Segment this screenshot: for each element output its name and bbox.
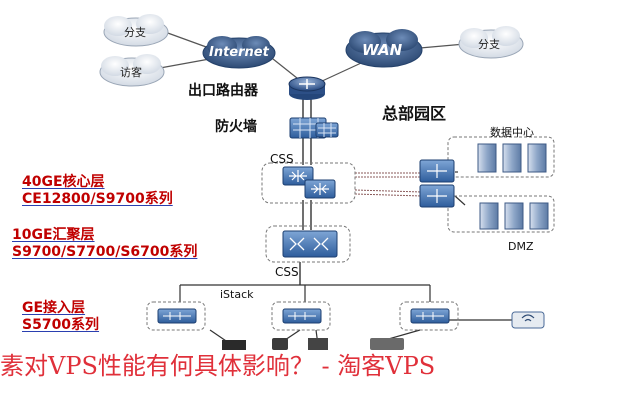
dmz-box [447, 195, 555, 233]
cloud-branch-left [103, 14, 169, 47]
cloud-branch-right [458, 26, 524, 59]
cloud-visitor [99, 54, 165, 87]
exit-router-label: 出口路由器 [188, 83, 258, 99]
aggregation-layer-line2: S9700/S7700/S6700系列 [12, 244, 198, 260]
access-switch-right-icon [399, 301, 459, 331]
access-switch-middle-icon [271, 301, 331, 331]
core-layer-line1: 40GE核心层 [22, 174, 105, 190]
printer-icon [370, 338, 404, 350]
access-layer-label: GE接入层 S5700系列 [22, 300, 99, 334]
cloud-label-branch-left: 分支 [124, 26, 146, 39]
access-layer-line1: GE接入层 [22, 300, 86, 316]
core-css-box [261, 162, 356, 204]
core-layer-line2: CE12800/S9700系列 [22, 191, 173, 207]
campus-label: 总部园区 [382, 104, 447, 123]
istack-label: iStack [220, 288, 254, 301]
wireless-ap-icon [511, 311, 545, 329]
firewall-label: 防火墙 [215, 119, 257, 135]
dmz-label: DMZ [508, 240, 534, 253]
css-top-label: CSS [270, 152, 294, 166]
cloud-internet [202, 36, 276, 69]
cloud-label-internet: Internet [209, 45, 269, 60]
access-links [179, 171, 512, 346]
cloud-wan [345, 29, 423, 68]
css-mid-label: CSS [275, 265, 299, 279]
laptop-icon [222, 340, 246, 350]
access-layer-line2: S5700系列 [22, 317, 100, 333]
firewall-right-icon [315, 122, 339, 138]
cloud-label-wan: WAN [362, 41, 403, 59]
access-switch-left-icon [146, 301, 206, 331]
core-layer-label: 40GE核心层 CE12800/S9700系列 [22, 174, 173, 208]
aggregation-css-box [265, 225, 351, 263]
dmz-switch-icon [419, 184, 455, 208]
datacenter-label: 数据中心 [490, 126, 534, 139]
aggregation-layer-label: 10GE汇聚层 S9700/S7700/S6700系列 [12, 227, 197, 261]
datacenter-switch-icon [419, 159, 455, 183]
aggregation-switch-icon [282, 230, 338, 258]
cloud-label-branch-right: 分支 [478, 38, 500, 51]
cloud-label-visitor: 访客 [120, 66, 142, 79]
aggregation-layer-line1: 10GE汇聚层 [12, 227, 95, 243]
core-switch-icon [282, 166, 336, 199]
phone-icon [272, 338, 288, 350]
css-stack-links [354, 172, 423, 197]
exit-router-icon [288, 76, 326, 100]
dmz-servers-icon [479, 202, 549, 230]
computer-icon [308, 338, 328, 350]
datacenter-servers-icon [477, 143, 547, 173]
datacenter-box [447, 136, 555, 178]
caption-overlay-text: 素对VPS性能有何具体影响？ - 淘客VPS [0, 352, 436, 380]
